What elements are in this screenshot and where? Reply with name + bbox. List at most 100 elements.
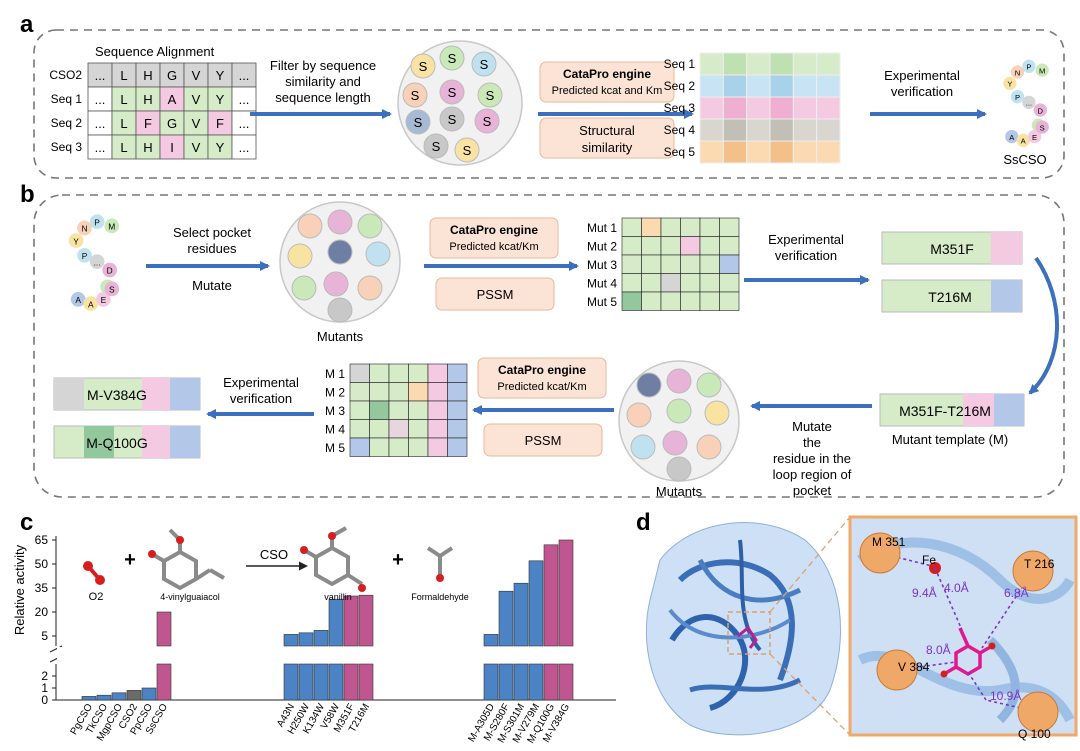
mutant-row-label: M 4 [325, 423, 345, 437]
bar [111, 692, 127, 701]
chain-letter: D [107, 266, 113, 276]
sequence-ball [423, 133, 449, 159]
mutant-cell [660, 273, 681, 293]
mutant-cell [621, 254, 642, 274]
axis-break-gap [57, 647, 617, 663]
seq-row-label: Seq 1 [664, 57, 696, 71]
bar-lower [343, 663, 359, 701]
mq100g-strip: M-Q100G [53, 425, 201, 459]
chain-letter: A [1009, 133, 1015, 142]
mutants-label-2: Mutants [656, 484, 703, 499]
mutant-cell [641, 273, 662, 293]
mutate-loop-1: Mutate [792, 419, 832, 434]
mutate-loop-2: the [803, 435, 821, 450]
mutant-cell [369, 437, 390, 457]
product1-label: vanillin [324, 592, 352, 602]
mutant-row-label: M 2 [325, 386, 345, 400]
mutant-cell [388, 363, 409, 383]
mutant-cell [641, 236, 662, 256]
chain-bead [89, 214, 105, 230]
residue-v384 [876, 649, 918, 691]
seq-cell [722, 118, 748, 142]
alignment-residue: G [167, 116, 177, 131]
plus-1: + [124, 549, 136, 571]
experimental-b2-1: Experimental [223, 375, 299, 390]
experimental-a-2: verification [891, 84, 953, 99]
alignment-cell [207, 110, 233, 136]
alignment-cell [135, 134, 161, 160]
mutant-cell [408, 400, 429, 420]
bar-lower [528, 663, 544, 701]
y-tick-label: 35 [35, 581, 49, 595]
m-ranking-table: M 1M 2M 3M 4M 5 [325, 363, 468, 457]
chain-bead [70, 292, 86, 307]
bar [283, 634, 299, 647]
enzyme-label: CSO [260, 547, 288, 562]
zoom-line-bottom [769, 653, 851, 736]
alignment-residue: V [192, 92, 201, 107]
mutant-cell [719, 273, 740, 293]
seq-cell [792, 140, 818, 164]
mutant-cell [680, 254, 701, 274]
mutant-row-label: Mut 1 [587, 221, 617, 235]
seq-cell [769, 118, 794, 142]
chain-bead [1005, 129, 1019, 144]
seq-cell [769, 74, 794, 98]
bar [141, 687, 157, 701]
filter-line-3: sequence length [275, 90, 370, 105]
mutant-cell [641, 291, 662, 311]
alignment-residue: ... [239, 140, 250, 155]
bar [543, 544, 559, 647]
chain-letter: A [88, 299, 94, 309]
mq100g-label: M-Q100G [86, 435, 147, 451]
alignment-residue: L [120, 92, 127, 107]
residue-m351 [859, 532, 901, 574]
mutants-label-1: Mutants [317, 329, 364, 344]
sequence-ball-letter: S [411, 88, 420, 103]
mutant-cell [680, 273, 701, 293]
seq-row-label: Seq 5 [664, 145, 696, 159]
alignment-residue: ... [95, 116, 106, 131]
mutant-ball [666, 456, 692, 482]
mutant-ball [704, 400, 730, 426]
mutants-pool-1 [287, 209, 391, 323]
alignment-residue: L [120, 140, 127, 155]
mutant-cell [427, 363, 448, 383]
seq-cell [699, 96, 724, 120]
alignment-cell [231, 134, 257, 160]
alignment-residue: ... [95, 68, 106, 83]
experimental-a-1: Experimental [884, 68, 960, 83]
seq-cell [816, 74, 841, 98]
engine-title-b1: CataPro engine [450, 223, 538, 237]
alignment-cell [207, 134, 233, 160]
alignment-cell [135, 86, 161, 112]
alignment-residue: Y [216, 140, 225, 155]
mutant-ball [327, 209, 353, 235]
bar-lower [328, 663, 344, 701]
mutate-loop-text: Mutate the residue in the loop region of… [773, 419, 852, 498]
engine-title-b2: CataPro engine [498, 363, 586, 377]
mutant-cell [719, 236, 740, 256]
mutant-cell [388, 400, 409, 420]
mutant-cell [719, 254, 740, 274]
chain-letter: N [1015, 68, 1020, 77]
template-label: M351F-T216M [899, 403, 991, 419]
chain-letter: N [81, 224, 87, 234]
o2-label: O2 [89, 591, 104, 603]
seq-cell [746, 118, 771, 142]
alignment-cell [207, 62, 233, 88]
mutant-cell [349, 382, 370, 402]
chain-bead [1010, 90, 1025, 104]
filter-line-1: Filter by sequence [270, 58, 376, 73]
residue-t216 [1012, 550, 1054, 592]
chain-letter: D [1038, 106, 1044, 115]
chain-bead [89, 254, 105, 269]
alignment-cell [183, 134, 209, 160]
alignment-cell [87, 62, 113, 88]
sequence-ball [454, 137, 480, 163]
mutant-cell [427, 419, 448, 439]
alignment-residue: H [143, 92, 152, 107]
chain-letter: P [1015, 93, 1020, 102]
